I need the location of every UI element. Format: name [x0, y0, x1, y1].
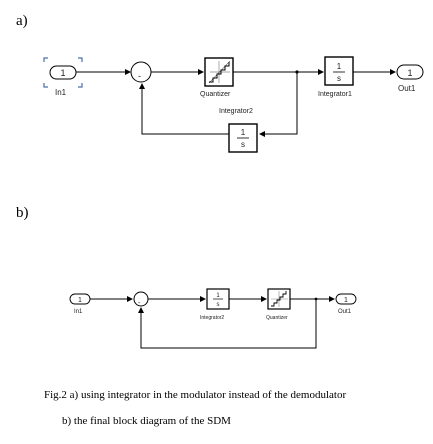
- svg-text:-: -: [138, 300, 141, 307]
- svg-text:1: 1: [407, 68, 412, 78]
- part-a-sum-block[interactable]: -: [130, 61, 152, 83]
- part-a-quantizer-block[interactable]: [204, 57, 234, 87]
- part-b-integrator2-label: Integrator2: [200, 315, 224, 321]
- part-b-label: b): [16, 205, 29, 221]
- svg-text:1: 1: [337, 62, 342, 71]
- part-a-wire-int2-sum: [139, 83, 229, 135]
- part-a-wire-branch-int2: [259, 72, 298, 137]
- svg-text:1: 1: [216, 293, 220, 299]
- part-a-integrator2-block[interactable]: 1 s: [228, 123, 258, 153]
- part-a-quantizer-label: Quantizer: [200, 91, 231, 98]
- part-b-quantizer-label: Quantizer: [266, 315, 288, 321]
- part-a-integrator1-block[interactable]: 1 s: [324, 56, 354, 86]
- part-b-quantizer-block[interactable]: [267, 288, 291, 310]
- svg-text:1: 1: [241, 128, 246, 137]
- part-a-out1-port[interactable]: 1: [396, 64, 424, 80]
- selection-handles: [43, 57, 83, 88]
- part-b-in1-label: In1: [74, 309, 83, 315]
- svg-text:s: s: [217, 302, 220, 308]
- part-b-in1-port[interactable]: 1: [69, 293, 91, 305]
- part-b-sum-block[interactable]: -: [133, 291, 149, 307]
- part-b-out1-label: Out1: [338, 309, 352, 315]
- part-a-integrator2-label: Integrator2: [219, 108, 253, 115]
- svg-text:1: 1: [78, 297, 82, 304]
- svg-text:1: 1: [60, 68, 65, 78]
- svg-text:s: s: [241, 140, 245, 149]
- part-a-in1-port[interactable]: 1: [49, 65, 77, 80]
- svg-text:1: 1: [344, 297, 348, 304]
- part-b-out1-port[interactable]: 1: [335, 293, 357, 305]
- svg-text:s: s: [337, 74, 341, 83]
- part-b-wire-feedback: [138, 299, 317, 349]
- part-a-in1-label: In1: [55, 88, 67, 97]
- caption-line-1: Fig.2 a) using integrator in the modulat…: [44, 389, 346, 401]
- part-a-out1-label: Out1: [398, 84, 416, 93]
- part-b-integrator2-block[interactable]: 1 s: [206, 288, 230, 310]
- caption-line-2: b) the final block diagram of the SDM: [62, 415, 231, 427]
- svg-text:-: -: [138, 71, 141, 81]
- part-a-integrator1-label: Integrator1: [318, 91, 352, 98]
- part-a-label: a): [16, 13, 28, 29]
